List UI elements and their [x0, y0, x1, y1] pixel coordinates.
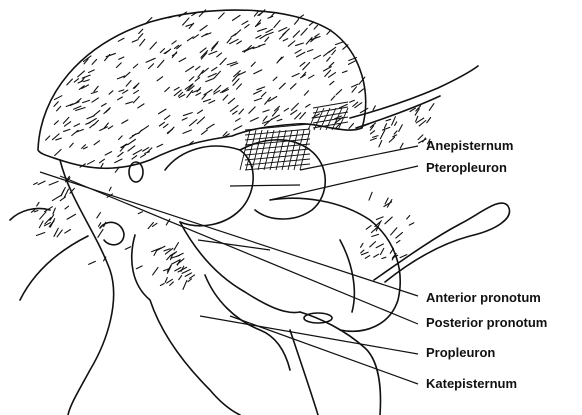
label-posterior-pronotum: Posterior pronotum	[426, 315, 547, 330]
label-anepisternum: Anepisternum	[426, 138, 513, 153]
label-katepisternum: Katepisternum	[426, 376, 517, 391]
label-propleuron: Propleuron	[426, 345, 495, 360]
leader-lines	[40, 146, 418, 384]
scutum	[38, 10, 369, 169]
leader-katepisternum	[230, 316, 418, 384]
leader-pteropleuron	[270, 166, 418, 200]
thorax-pleura	[10, 66, 509, 415]
body-bristles	[31, 104, 434, 290]
label-pteropleuron: Pteropleuron	[426, 160, 507, 175]
label-anterior-pronotum: Anterior pronotum	[426, 290, 541, 305]
